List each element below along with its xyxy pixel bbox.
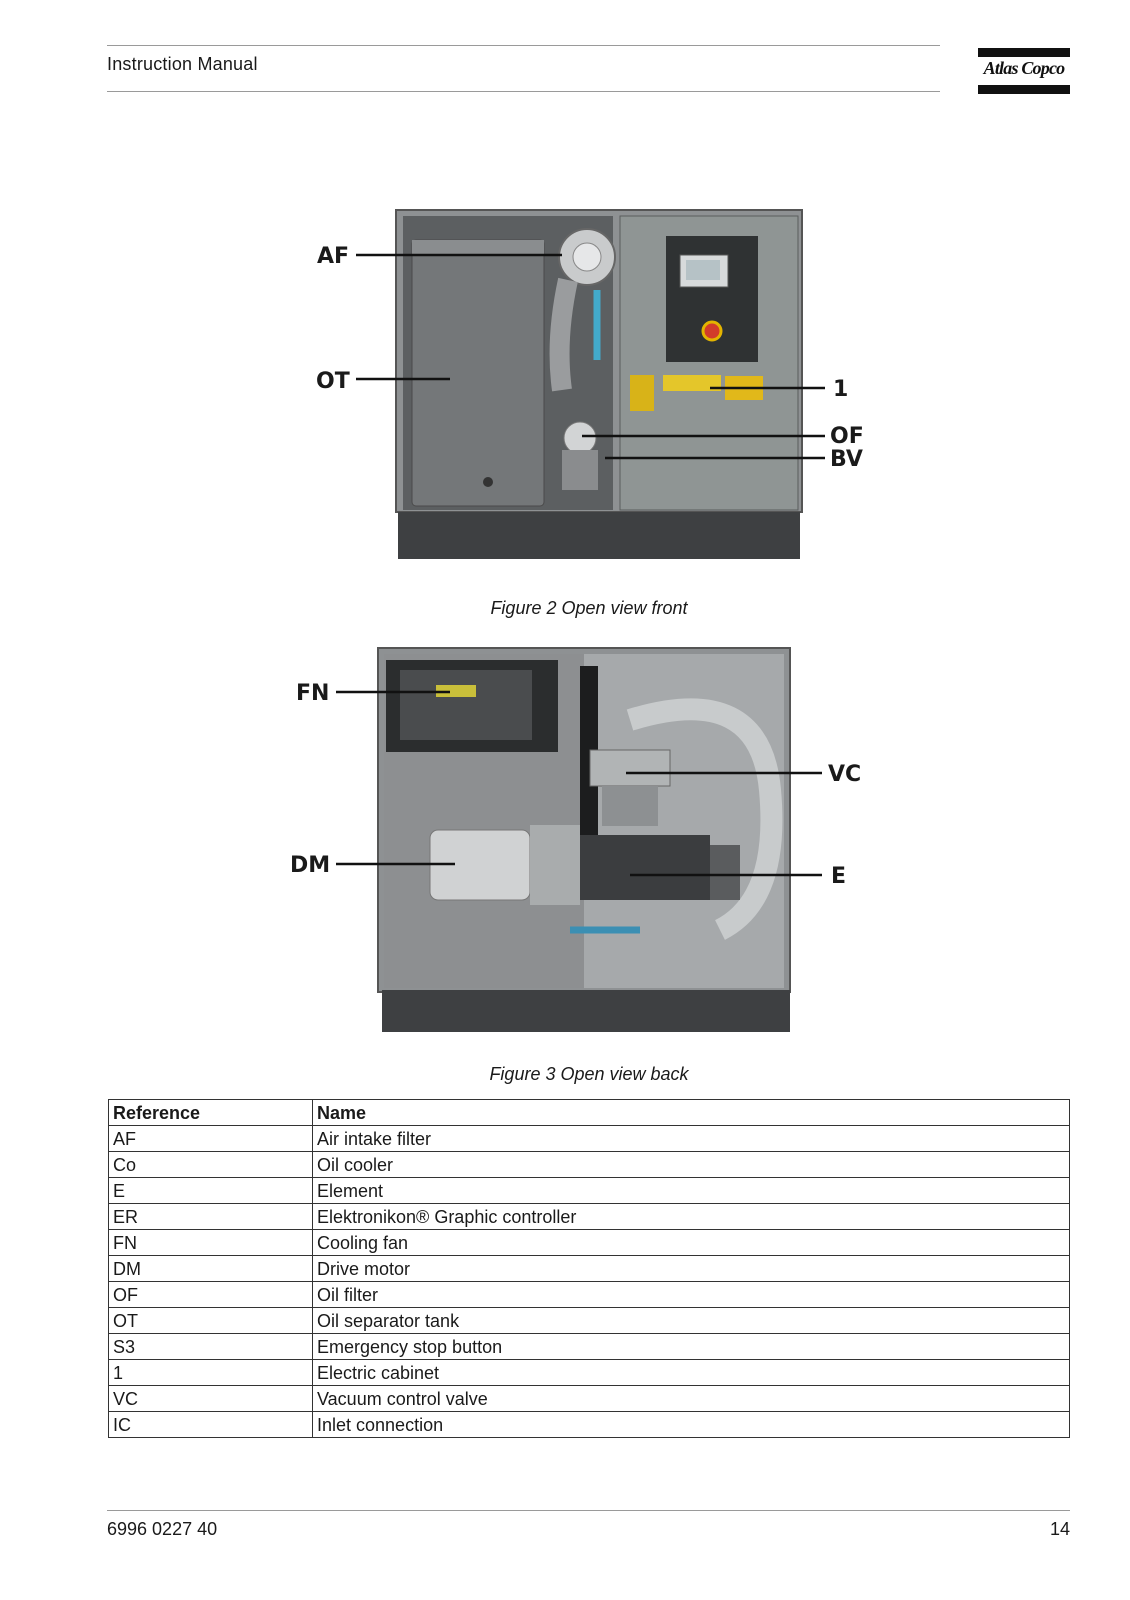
column-header-name: Name [312,1099,1070,1126]
reference-cell: AF [108,1125,313,1152]
callout-bv: BV [830,447,863,472]
callout-fn: FN [296,681,329,706]
reference-cell: ER [108,1203,313,1230]
header-title: Instruction Manual [107,54,258,74]
figure-open-view-front: AF OT 1 OF BV [316,209,864,559]
name-cell: Electric cabinet [312,1359,1070,1386]
callout-af: AF [317,244,349,269]
reference-cell: OT [108,1307,313,1334]
reference-cell: 1 [108,1359,313,1386]
reference-cell: Co [108,1151,313,1178]
page-number: 14 [1049,1519,1070,1539]
reference-cell: S3 [108,1333,313,1360]
name-cell: Inlet connection [312,1411,1070,1438]
footer-rule [107,1510,1070,1511]
name-cell: Cooling fan [312,1229,1070,1256]
callout-of: OF [830,424,864,449]
callout-dm: DM [290,853,330,878]
callout-vc: VC [828,762,861,787]
reference-cell: IC [108,1411,313,1438]
figure-front-caption: Figure 2 Open view front [490,598,688,618]
name-cell: Emergency stop button [312,1333,1070,1360]
reference-cell: E [108,1177,313,1204]
reference-cell: DM [108,1255,313,1282]
name-cell: Oil filter [312,1281,1070,1308]
callout-ot: OT [316,369,350,394]
table-header-row: Reference Name [108,1099,1070,1126]
header-top-rule [107,45,940,46]
callout-e: E [831,864,846,889]
document-number: 6996 0227 40 [107,1519,218,1539]
figure-open-view-back: FN VC DM E [290,647,861,1032]
name-cell: Air intake filter [312,1125,1070,1152]
header-bottom-rule [107,91,940,92]
reference-cell: VC [108,1385,313,1412]
reference-cell: FN [108,1229,313,1256]
name-cell: Elektronikon® Graphic controller [312,1203,1070,1230]
name-cell: Vacuum control valve [312,1385,1070,1412]
column-header-reference: Reference [108,1099,313,1126]
callout-1: 1 [833,377,848,402]
name-cell: Element [312,1177,1070,1204]
atlas-copco-logo: Atlas Copco [978,48,1070,94]
figure-back-caption: Figure 3 Open view back [489,1064,689,1084]
name-cell: Oil separator tank [312,1307,1070,1334]
reference-cell: OF [108,1281,313,1308]
name-cell: Oil cooler [312,1151,1070,1178]
name-cell: Drive motor [312,1255,1070,1282]
